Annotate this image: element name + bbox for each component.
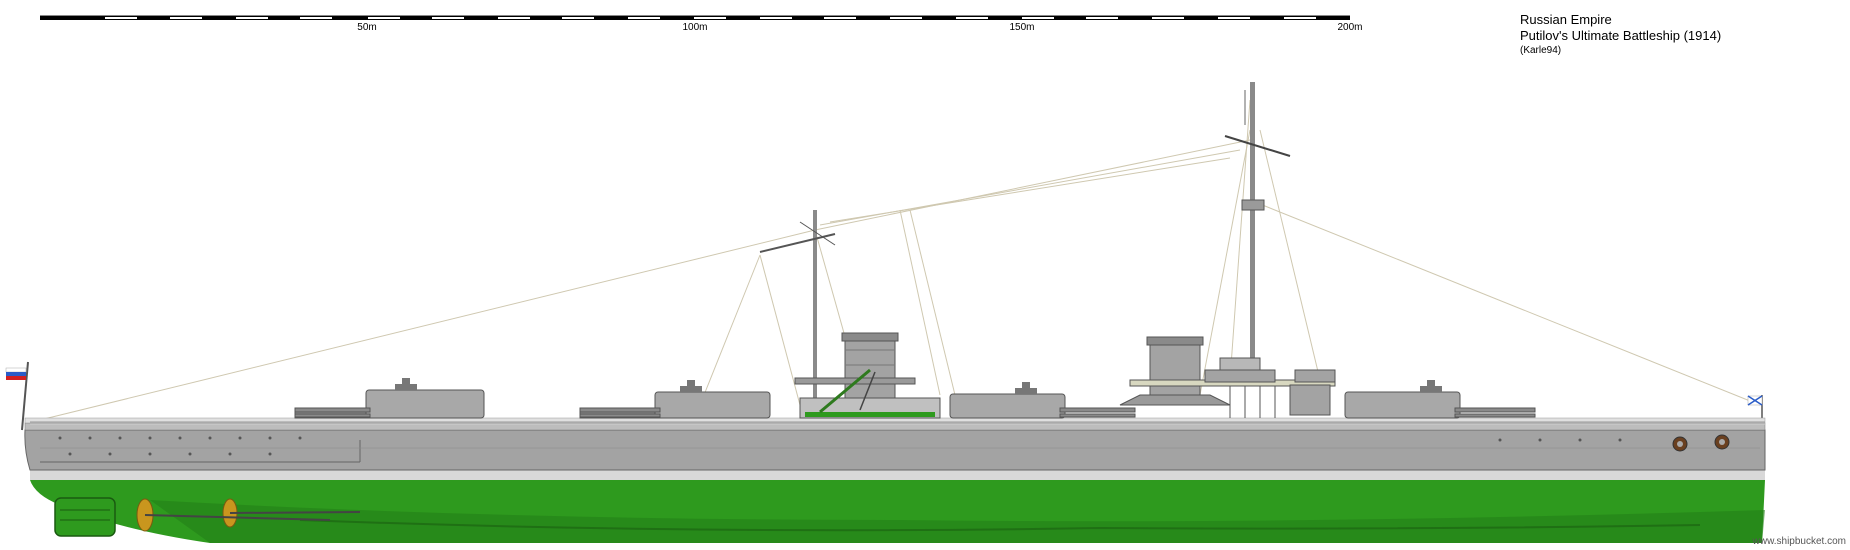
hull bbox=[24, 417, 1766, 471]
rigging bbox=[39, 99, 1761, 421]
author-label: (Karle94) bbox=[1520, 45, 1562, 56]
turret-3 bbox=[949, 382, 1136, 419]
nation-label: Russian Empire bbox=[1520, 12, 1612, 27]
ship-name-label: Putilov's Ultimate Battleship (1914) bbox=[1520, 28, 1722, 43]
deck-railing bbox=[30, 421, 1765, 425]
propellers bbox=[54, 497, 361, 537]
foremast bbox=[759, 210, 836, 400]
mainmast bbox=[1224, 82, 1291, 382]
scale-label-200m: 200m bbox=[1337, 22, 1363, 33]
turret-2 bbox=[579, 380, 771, 419]
portholes bbox=[58, 436, 1622, 456]
scale-label-100m: 100m bbox=[682, 22, 708, 33]
turret-1 bbox=[294, 378, 485, 419]
info-block: Russian Empire Putilov's Ultimate Battle… bbox=[1520, 12, 1721, 58]
scale-label-50m: 50m bbox=[357, 22, 377, 33]
anchor-hawse bbox=[1672, 434, 1730, 452]
bridge bbox=[1129, 357, 1336, 418]
scale-bar bbox=[40, 15, 1350, 20]
stern-flag bbox=[5, 361, 29, 431]
turret-4 bbox=[1344, 380, 1536, 419]
bow-flag bbox=[1747, 395, 1763, 430]
hull-underwater bbox=[30, 480, 1765, 543]
aft-superstructure bbox=[794, 368, 941, 419]
scale-label-150m: 150m bbox=[1009, 22, 1035, 33]
credit-text: www.shipbucket.com bbox=[1752, 536, 1846, 547]
boot-topping bbox=[30, 470, 1765, 480]
funnel-fore bbox=[1119, 336, 1231, 406]
